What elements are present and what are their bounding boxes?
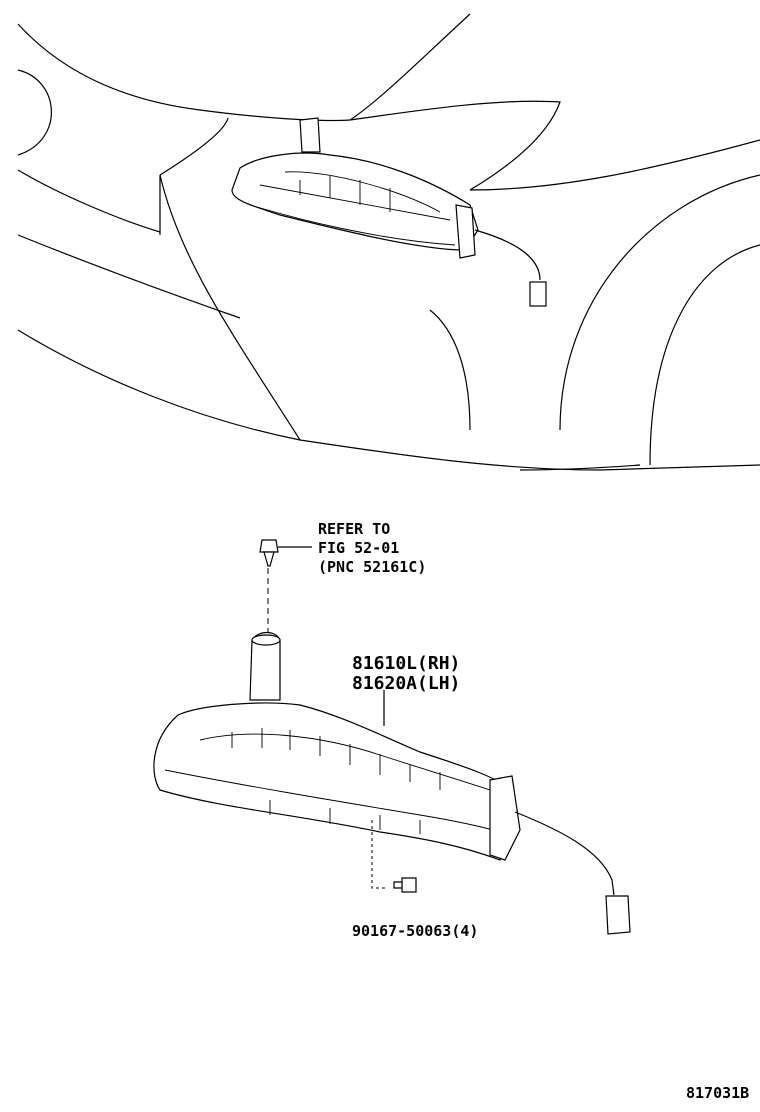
part-number-rh: 81610L(RH) — [352, 653, 460, 674]
wheel-arch-outer — [559, 174, 760, 431]
screw-dashed-line — [371, 820, 388, 889]
screw-head — [401, 877, 417, 893]
clip-head — [259, 539, 279, 553]
bumper-crease-2 — [17, 234, 241, 319]
connector-top — [529, 281, 547, 307]
lower-trim — [519, 464, 641, 471]
clip-shank — [263, 551, 275, 567]
lamp-housing — [153, 702, 513, 861]
fender-line — [469, 139, 760, 191]
bumper-lower — [17, 329, 601, 471]
fog-lamp-assembly — [153, 631, 631, 935]
hood-edge — [17, 23, 351, 122]
screw-shank — [393, 881, 403, 889]
bumper-crease-1 — [17, 169, 161, 233]
vehicle-front-view — [17, 13, 760, 471]
refer-label-line2: FIG 52-01 — [318, 539, 399, 557]
rocker-line — [599, 464, 760, 471]
wire-harness — [514, 811, 615, 896]
headlamp-outline — [349, 100, 561, 191]
refer-label-line3: (PNC 52161C) — [318, 558, 426, 576]
lamp-socket-top — [455, 204, 476, 259]
part-number-lh: 81620A(LH) — [352, 673, 460, 694]
figure-code: 817031B — [686, 1084, 749, 1102]
refer-label-line1: REFER TO — [318, 520, 390, 538]
wire-connector — [605, 895, 631, 935]
fog-cavity-right — [429, 309, 471, 431]
lamp-socket — [489, 775, 521, 861]
grille-edge — [17, 69, 52, 156]
fog-cavity-left — [159, 174, 301, 441]
wire-top — [474, 229, 541, 281]
screw-part-number: 90167-50063(4) — [352, 922, 478, 940]
installed-fog-lamp — [231, 117, 547, 307]
screw — [393, 877, 417, 893]
lamp-body-top — [231, 152, 479, 251]
mount-post-top — [299, 117, 321, 153]
clip-fastener — [259, 539, 312, 632]
wheel-arch-inner — [649, 244, 760, 466]
bumper-upper — [159, 117, 229, 176]
hood-line-right — [349, 13, 471, 121]
